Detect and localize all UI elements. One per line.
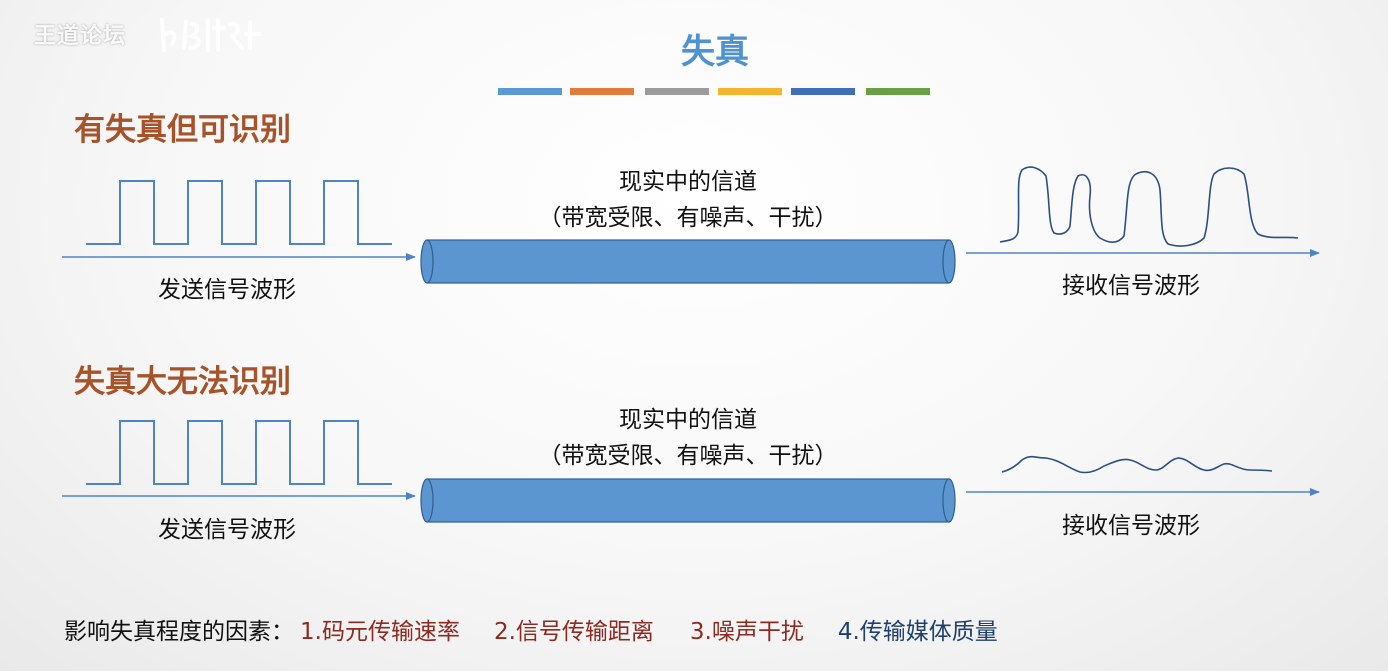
section-1-send-label: 发送信号波形 — [158, 277, 296, 303]
section-2-channel-cylinder — [420, 478, 956, 523]
decor-bar-4 — [718, 88, 782, 95]
page-title: 失真 — [681, 32, 749, 72]
decor-bar-1 — [498, 88, 562, 95]
decor-bar-5 — [791, 88, 855, 95]
section-1-channel-note: （带宽受限、有噪声、干扰） — [538, 205, 838, 231]
section-2-channel-label: 现实中的信道 （带宽受限、有噪声、干扰） — [478, 402, 898, 474]
decor-bar-3 — [645, 88, 709, 95]
factors-prefix: 影响失真程度的因素： — [64, 619, 294, 645]
section-1-receive-label: 接收信号波形 — [1062, 273, 1200, 299]
factor-3: 3.噪声干扰 — [689, 619, 804, 645]
section-2-square-wave — [86, 420, 392, 485]
section-1-channel-title: 现实中的信道 — [619, 169, 757, 195]
decor-bar-6 — [866, 88, 930, 95]
distortion-factors: 影响失真程度的因素：1.码元传输速率 2.信号传输距离 3.噪声干扰 4.传输媒体质量 — [64, 612, 998, 646]
factor-2: 2.信号传输距离 — [493, 619, 654, 645]
section-2-send-label: 发送信号波形 — [158, 517, 296, 543]
section-2-received-wave — [1001, 455, 1273, 474]
section-1-received-wave — [999, 166, 1299, 247]
section-2-channel-title: 现实中的信道 — [619, 407, 757, 433]
section-2-channel-note: （带宽受限、有噪声、干扰） — [538, 443, 838, 469]
section-1-channel-label: 现实中的信道 （带宽受限、有噪声、干扰） — [478, 164, 898, 236]
section-2-receive-label: 接收信号波形 — [1062, 513, 1200, 539]
section-1-square-wave — [86, 180, 392, 245]
section-1-heading: 有失真但可识别 — [74, 112, 291, 148]
section-1-channel-cylinder — [420, 239, 956, 284]
factor-4: 4.传输媒体质量 — [837, 619, 998, 645]
section-2-heading: 失真大无法识别 — [74, 364, 291, 400]
watermark-logo-icon — [160, 18, 262, 52]
decor-bar-2 — [570, 88, 634, 95]
watermark-text: 王道论坛 — [34, 24, 127, 49]
factor-1: 1.码元传输速率 — [300, 619, 460, 645]
